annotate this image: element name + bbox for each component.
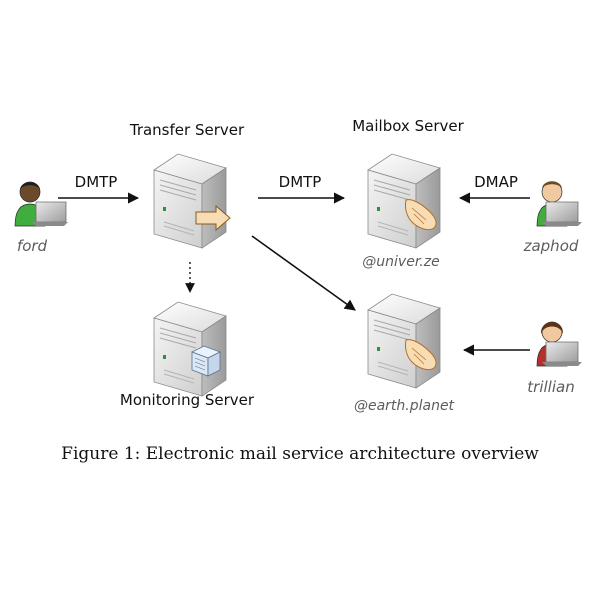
zaphod-name-label: zaphod: [523, 237, 579, 255]
ford-avatar-icon: [14, 181, 68, 227]
ford-name-label: ford: [17, 237, 48, 255]
mailbox-server-label: Mailbox Server: [352, 117, 464, 135]
mailbox-server-icon: [367, 153, 441, 249]
trillian-avatar-icon: [536, 321, 582, 367]
earth-planet-server-icon: [367, 293, 441, 389]
univer-host-label: @univer.ze: [362, 254, 439, 270]
earth-host-label: @earth.planet: [354, 398, 455, 414]
dmap-label: DMAP: [474, 173, 518, 191]
monitoring-server-label: Monitoring Server: [120, 391, 255, 409]
transfer-to-earth-arrow: [251, 235, 356, 311]
transfer-server-icon: [153, 153, 231, 249]
dmtp-ford-label: DMTP: [75, 173, 118, 191]
transfer-server-label: Transfer Server: [129, 121, 245, 139]
figure-caption: Figure 1: Electronic mail service archit…: [61, 444, 539, 464]
dmtp-transfer-label: DMTP: [279, 173, 322, 191]
trillian-name-label: trillian: [527, 378, 574, 396]
zaphod-avatar-icon: [536, 181, 582, 227]
monitoring-server-icon: [153, 301, 227, 397]
